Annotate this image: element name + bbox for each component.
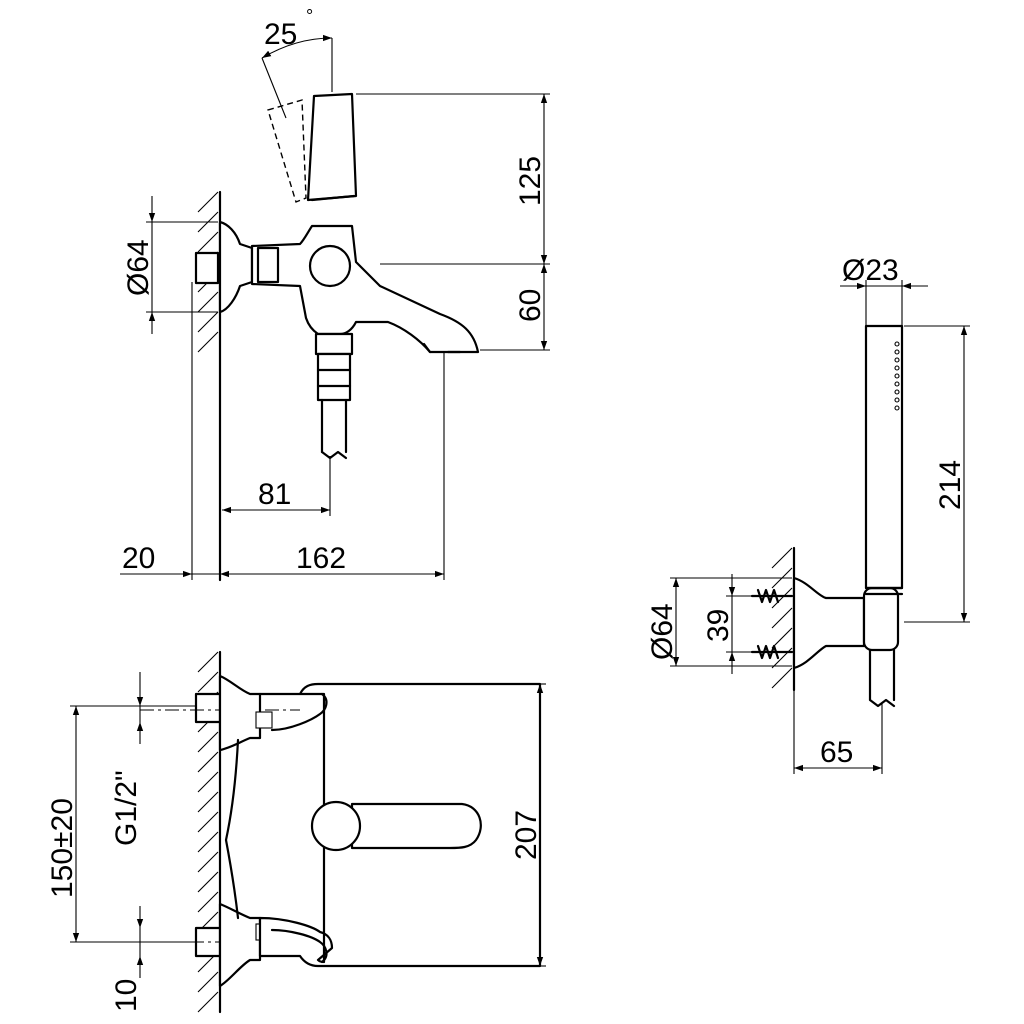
hose-handshower xyxy=(868,648,896,708)
side-view: 25 ° 125 60 Ø64 81 20 162 xyxy=(120,6,550,582)
spout-tip xyxy=(422,342,462,354)
flange-side xyxy=(218,220,254,314)
holder-39-label: 39 xyxy=(702,609,735,642)
dia-64-holder-label: Ø64 xyxy=(646,603,679,660)
centers-150-label: 150±20 xyxy=(46,798,79,898)
wall-screws xyxy=(750,588,794,660)
angle-label: 25 xyxy=(264,18,297,51)
spray-holes xyxy=(894,341,900,411)
lower-connector xyxy=(270,928,328,964)
wall-hatch-side xyxy=(197,190,222,582)
body-waist xyxy=(224,738,240,920)
wall-hatch-holder xyxy=(771,546,796,692)
flange-upper xyxy=(218,674,262,752)
dist-20-label: 20 xyxy=(122,542,155,575)
height-60-label: 60 xyxy=(514,289,547,322)
holder-clamp xyxy=(862,586,900,652)
diverter-front xyxy=(310,800,362,852)
height-207-label: 207 xyxy=(510,810,543,860)
hose-outlet-side xyxy=(314,332,354,460)
mixer-body-side xyxy=(250,224,480,354)
handshower-handle xyxy=(864,324,904,590)
lever-handle xyxy=(306,92,358,202)
dist-162-label: 162 xyxy=(296,542,346,575)
holder-65-label: 65 xyxy=(820,736,853,769)
dia-23-label: Ø23 xyxy=(842,254,899,287)
upper-connector xyxy=(270,692,328,732)
thread-label: G1/2" xyxy=(110,770,143,846)
holder-flange xyxy=(792,576,866,670)
inlet-pipe-upper xyxy=(194,692,222,724)
lever-front xyxy=(350,802,482,850)
flange-lower xyxy=(218,902,262,988)
collar-ring xyxy=(256,246,280,284)
inlet-pipe xyxy=(194,251,220,285)
front-view: 207 150±20 G1/2" 10 xyxy=(46,650,546,1014)
degree-mark: ° xyxy=(306,6,313,26)
handshower-view: Ø23 214 Ø64 39 65 xyxy=(646,254,970,774)
lever-rotated xyxy=(267,99,307,203)
offset-10-label: 10 xyxy=(110,979,143,1012)
length-214-label: 214 xyxy=(934,460,967,510)
eccentric-upper xyxy=(255,711,273,729)
dia-64-side-label: Ø64 xyxy=(122,239,155,296)
height-125-label: 125 xyxy=(514,156,547,206)
dist-81-label: 81 xyxy=(258,478,291,511)
diverter-knob xyxy=(308,244,352,288)
